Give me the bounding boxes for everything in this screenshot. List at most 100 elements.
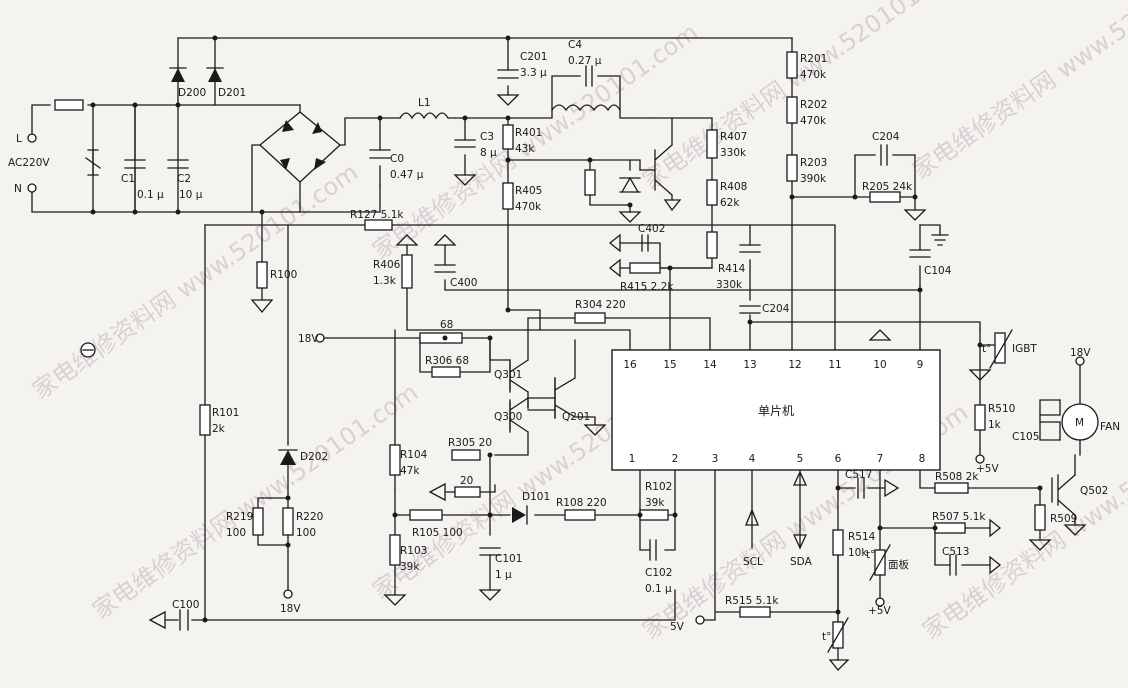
d201-diode: [208, 68, 222, 82]
label-c201-value: 3.3 μ: [520, 67, 547, 79]
label-c3-value: 8 μ: [480, 147, 497, 159]
label-18v: 18V: [298, 333, 319, 345]
output-arrow-icon: [884, 478, 900, 498]
label-r514: R514: [848, 531, 876, 543]
r514-resistor: [832, 529, 844, 556]
r100-resistor: [256, 261, 268, 289]
c402-capacitor: [641, 234, 649, 252]
r515-resistor: [739, 606, 771, 618]
label-r508: R508 2k: [935, 471, 979, 483]
label-c102: C102: [645, 567, 672, 579]
label-d201: D201: [218, 87, 246, 99]
output-arrow-icon: [989, 518, 1002, 538]
l1-inductor: [399, 112, 456, 120]
ground-icon: [968, 369, 992, 381]
supply-arrow-icon: [433, 234, 457, 246]
n-terminal: [27, 183, 37, 193]
5v-terminal: [975, 454, 985, 464]
label-r101-value: 2k: [212, 423, 226, 435]
supply-arrow-icon: [608, 233, 621, 253]
l-terminal: [27, 133, 37, 143]
label-r105: R105 100: [412, 527, 463, 539]
label-r509: R509: [1050, 513, 1077, 525]
label-r20: 20: [460, 475, 473, 487]
r219-resistor: [252, 507, 264, 536]
r507-resistor: [934, 522, 966, 534]
label-r103: R103: [400, 545, 427, 557]
ground-icon: [1028, 539, 1052, 551]
r406-resistor: [401, 254, 413, 289]
supply-arrow-icon: [608, 258, 621, 278]
c201-capacitor: [497, 69, 519, 79]
label-r220-value: 100: [296, 527, 316, 539]
mcu-chip: [611, 349, 941, 471]
label-panel: 面板: [888, 558, 909, 571]
label-r514-value: 10k: [848, 547, 868, 559]
r508-resistor: [934, 482, 969, 494]
pin-2: 2: [672, 453, 679, 465]
label-r507: R507 5.1k: [932, 511, 986, 523]
label-thermistor-t: t°: [982, 343, 991, 355]
label-r101: R101: [212, 407, 239, 419]
label-c402: C402: [638, 223, 665, 235]
label-motor: M: [1075, 417, 1084, 429]
sda-arrow-icon: [792, 470, 808, 550]
label-r220: R220: [296, 511, 323, 523]
label-r405: R405: [515, 185, 542, 197]
label-thermistor-t: t°: [866, 549, 875, 561]
scl-arrow-icon: [745, 508, 759, 526]
label-l1: L1: [418, 97, 431, 109]
pin-7: 7: [877, 453, 884, 465]
label-c2: C2: [177, 173, 191, 185]
pin-15: 15: [663, 359, 676, 371]
c104-capacitor: [909, 249, 931, 258]
label-c100: C100: [172, 599, 199, 611]
label-r304: R304 220: [575, 299, 626, 311]
ground-icon: [478, 589, 502, 601]
label-c101-value: 1 μ: [495, 569, 512, 581]
r201-resistor: [786, 51, 798, 79]
label-r201: R201: [800, 53, 827, 65]
label-r405-value: 470k: [515, 201, 542, 213]
label-c3: C3: [480, 131, 494, 143]
c0-capacitor: [369, 149, 391, 159]
igbt-thermistor: [994, 332, 1006, 364]
fan-motor-icon: [1061, 403, 1099, 441]
r509-resistor: [1034, 504, 1046, 531]
label-18v: 18V: [280, 603, 301, 615]
terminals: [27, 35, 1085, 625]
label-c0: C0: [390, 153, 404, 165]
r304-resistor: [574, 312, 606, 324]
label-n: N: [14, 183, 22, 195]
label-sda: SDA: [790, 556, 813, 568]
label-r201-value: 470k: [800, 69, 827, 81]
c105-capacitor: [1039, 399, 1061, 441]
zener-diode: [619, 176, 641, 193]
label-r203-value: 390k: [800, 173, 827, 185]
ground-symbols: [148, 94, 1087, 671]
r101-resistor: [199, 404, 211, 436]
label-r414-value: 330k: [716, 279, 743, 291]
c513-capacitor: [949, 554, 957, 576]
d101-diode: [512, 507, 526, 523]
pin-6: 6: [835, 453, 842, 465]
c102-capacitor: [649, 539, 657, 561]
pin-16: 16: [623, 359, 637, 371]
c400-capacitor: [434, 264, 456, 273]
ground-icon: [383, 594, 407, 606]
chip-pins: 16 15 14 13 12 11 10 9 1 2 3 4 5 6 7 8: [623, 359, 925, 465]
label-c204: C204: [872, 131, 900, 143]
label-thermistor-t: t°: [822, 631, 831, 643]
r306-resistor: [431, 366, 461, 378]
r415-resistor: [629, 262, 661, 274]
label-r202-value: 470k: [800, 115, 827, 127]
mcu-label: 单片机: [758, 404, 794, 418]
r108-resistor: [564, 509, 596, 521]
pin-11: 11: [828, 359, 841, 371]
pin-1: 1: [629, 453, 636, 465]
label-r510-value: 1k: [988, 419, 1002, 431]
r205-resistor: [869, 191, 901, 203]
label-r219: R219: [226, 511, 253, 523]
ground-icon: [583, 424, 607, 436]
r105-resistor: [409, 509, 443, 521]
